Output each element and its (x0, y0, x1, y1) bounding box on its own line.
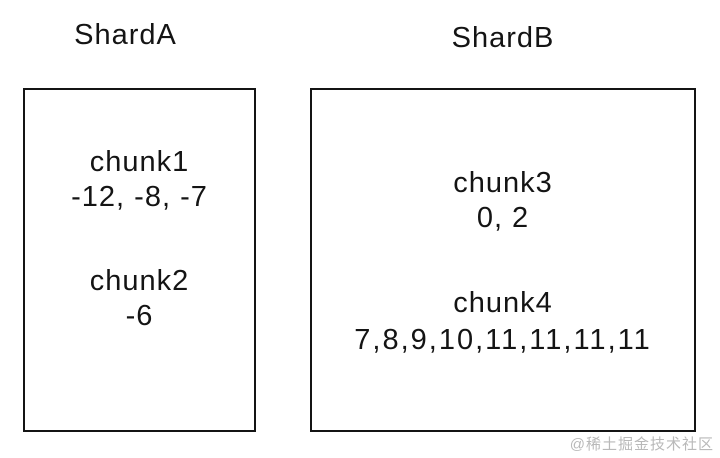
shard-b-box: chunk3 0, 2 chunk4 7,8,9,10,11,11,11,11 (310, 88, 696, 432)
chunk4-values: 7,8,9,10,11,11,11,11 (354, 324, 652, 356)
chunk3-label: chunk3 (453, 167, 553, 199)
chunk1-label: chunk1 (89, 146, 190, 178)
shard-a-title: ShardA (74, 19, 177, 51)
chunk1-values: -12, -8, -7 (71, 181, 208, 213)
watermark-text: @稀土掘金技术社区 (569, 436, 714, 453)
shard-a-box: chunk1 -12, -8, -7 chunk2 -6 (23, 88, 256, 432)
chunk2-values: -6 (125, 300, 154, 332)
chunk2-label: chunk2 (89, 265, 190, 297)
chunk3-values: 0, 2 (476, 202, 530, 234)
shard-b-title: ShardB (451, 22, 555, 54)
chunk4-label: chunk4 (453, 287, 553, 319)
